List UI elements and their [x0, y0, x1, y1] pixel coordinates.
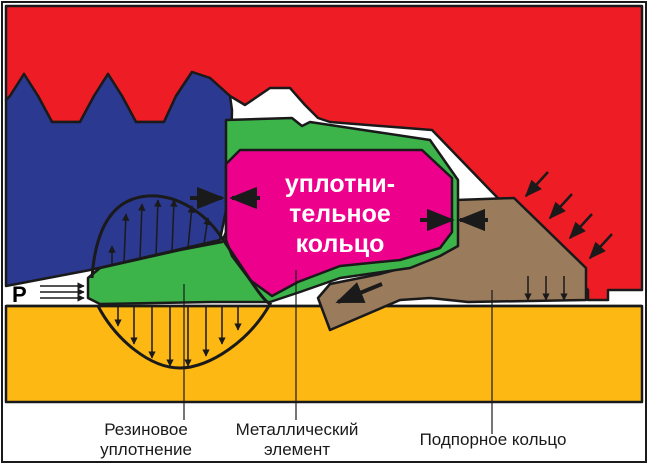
metal-ring-label-line-1: уплотни- [285, 170, 395, 198]
caption-backup-ring: Подпорное кольцо [398, 430, 588, 450]
caption-metal-element-line-1: Металлический [235, 420, 359, 439]
caption-metal-element-line-2: элемент [264, 440, 330, 459]
pressure-arrow-up [187, 205, 196, 249]
caption-rubber-seal-line-1: Резиновое [104, 420, 188, 439]
metal-ring [224, 148, 454, 298]
caption-rubber-seal: Резиновое уплотнение [98, 420, 194, 460]
pipe [4, 304, 644, 404]
contact-force-arrows [190, 186, 488, 304]
pressure-arrow-up [169, 199, 178, 253]
pressure-arrows-lower [114, 306, 242, 367]
pressure-arrow-up [203, 217, 211, 245]
pressure-label: P [12, 282, 27, 307]
pressure-arrow-up [121, 213, 130, 263]
backup-ring-load-arrows [524, 276, 568, 301]
inlet-pressure-arrows [40, 282, 85, 302]
pipe-thread [4, 70, 234, 288]
pressure-arrows-upper [108, 199, 211, 266]
caption-metal-element: Металлический элемент [222, 420, 372, 460]
metal-ring-label-line-2: тельное [289, 200, 391, 228]
pressure-arrow-up [138, 203, 146, 259]
caption-backup-ring-text: Подпорное кольцо [419, 430, 567, 449]
caption-rubber-seal-line-2: уплотнение [100, 440, 192, 459]
metal-ring-label-line-3: кольцо [296, 230, 385, 258]
external-load-arrows [524, 171, 613, 260]
leader-lines [183, 270, 493, 434]
pressure-arrow-up [154, 199, 162, 257]
